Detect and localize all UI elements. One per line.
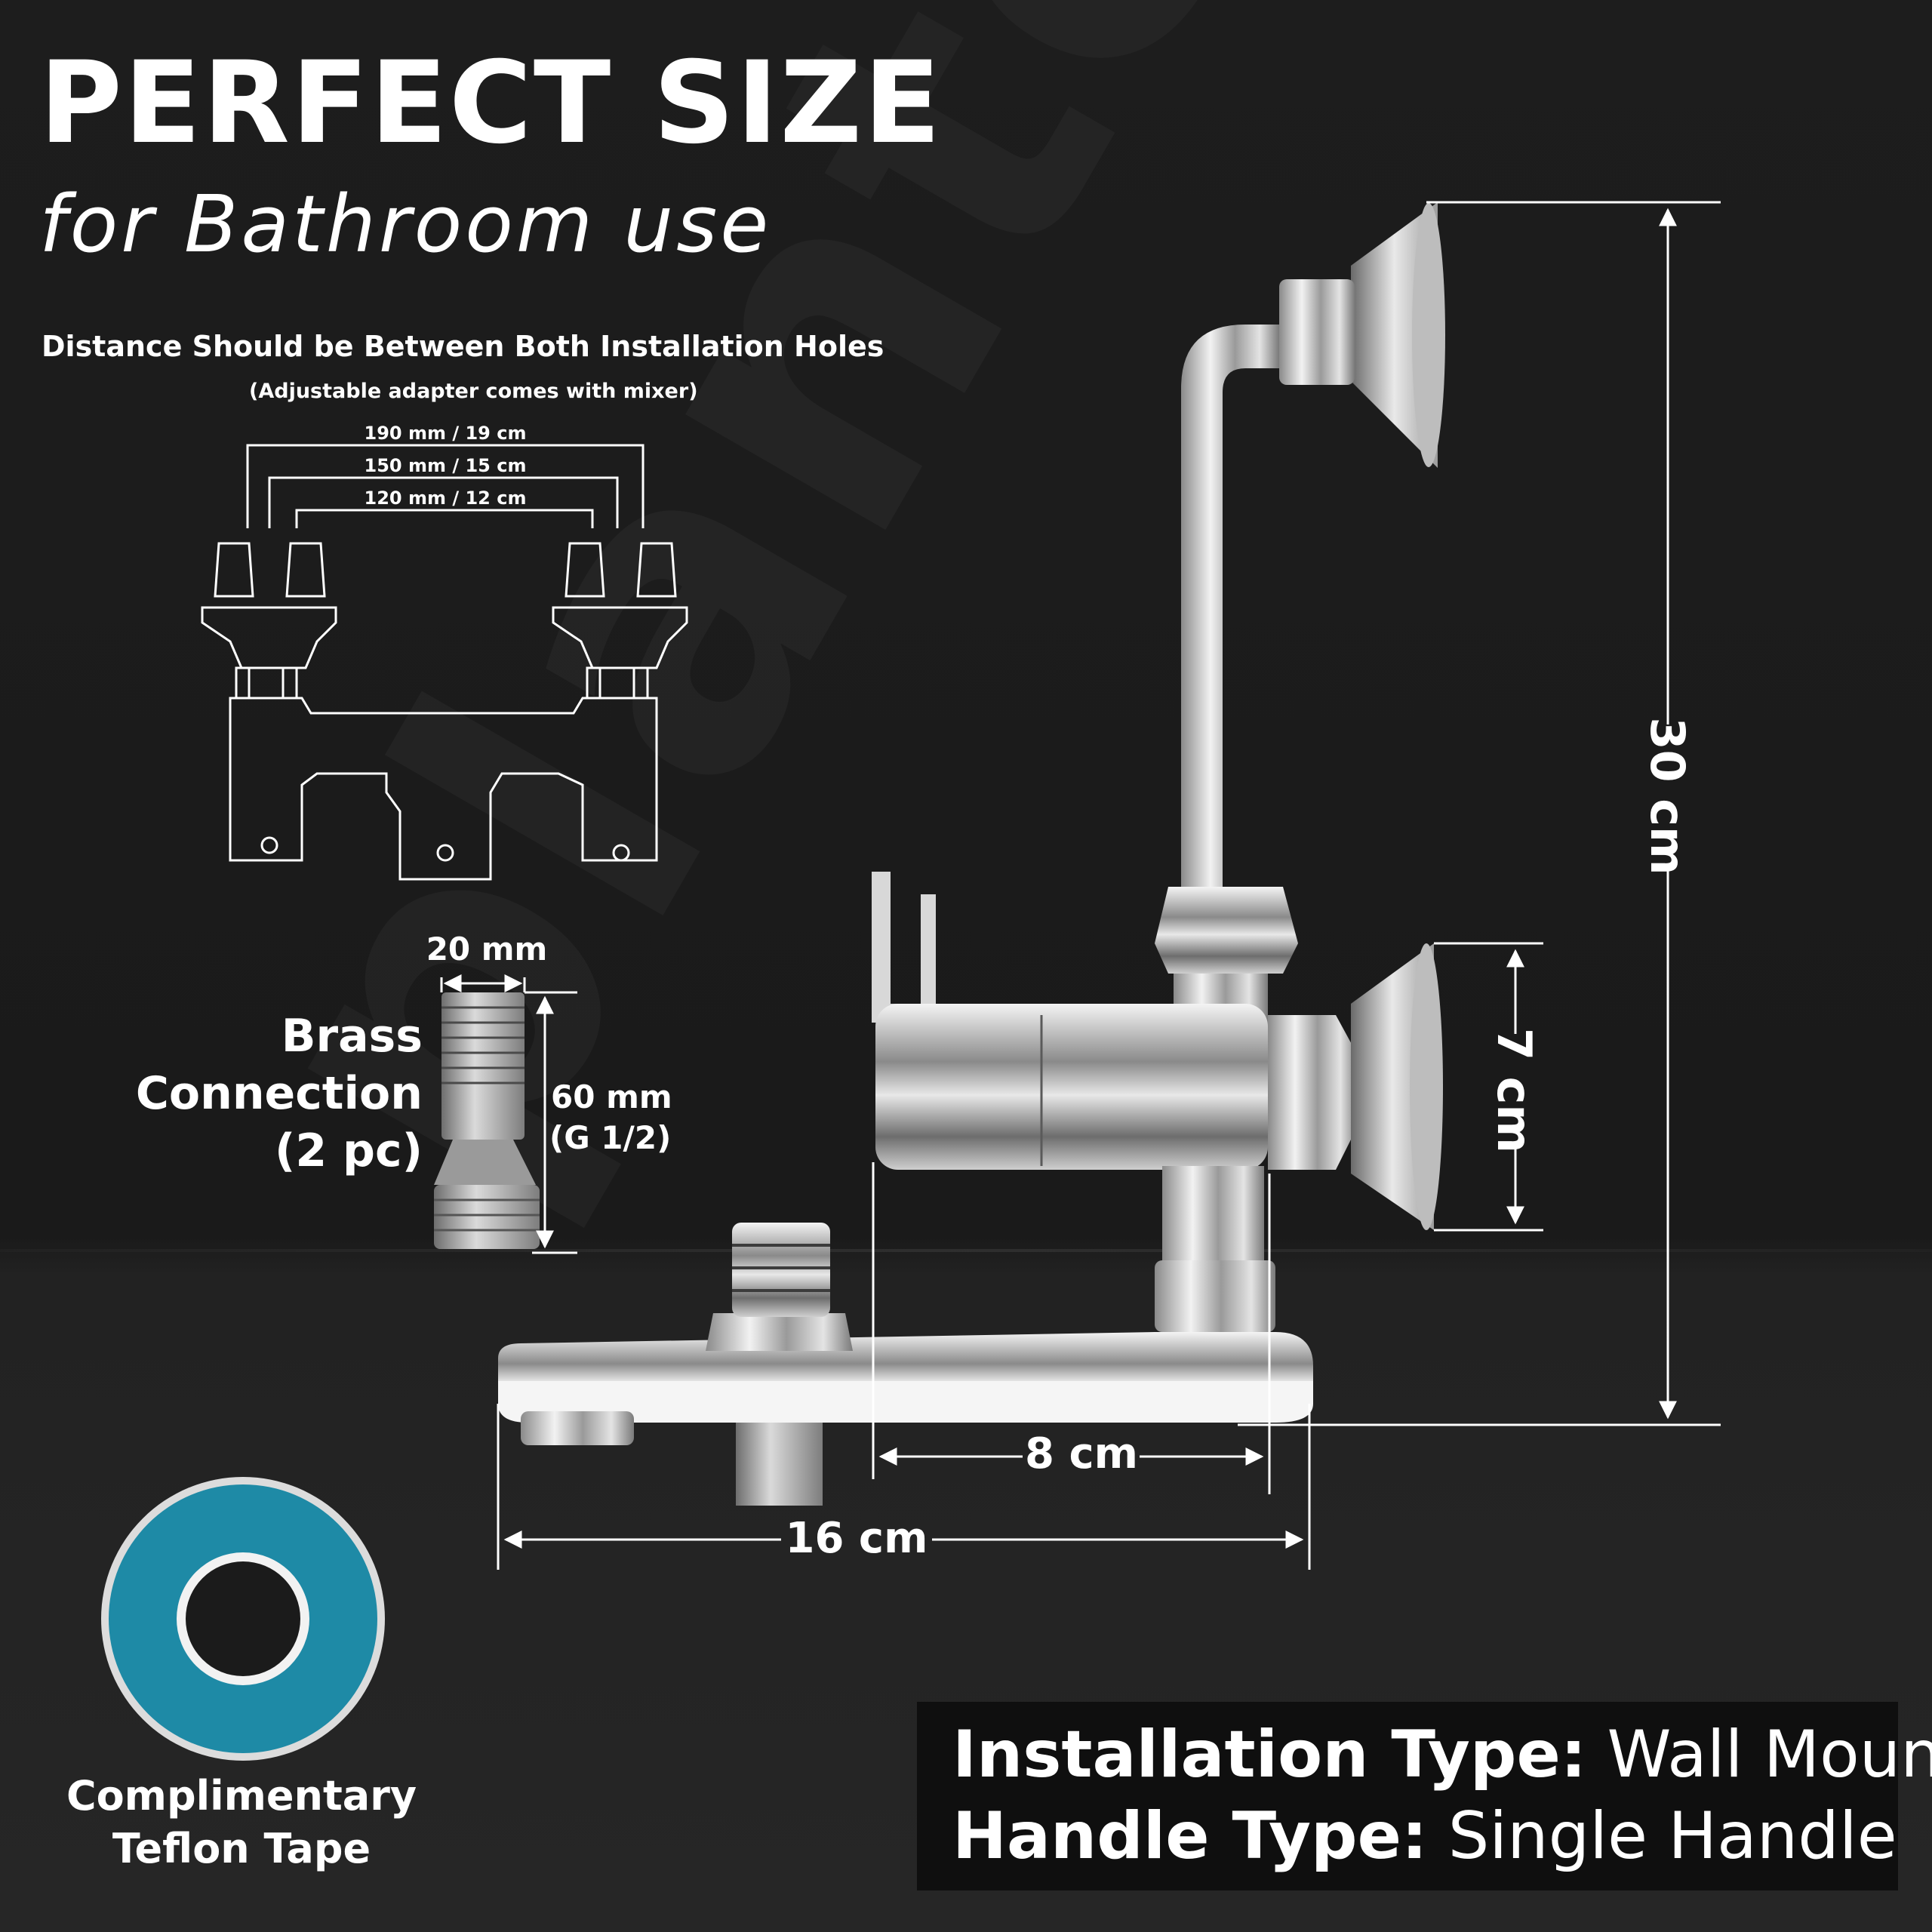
floor-line bbox=[0, 1249, 1932, 1252]
installation-holes-note: (Adjustable adapter comes with mixer) bbox=[249, 380, 698, 403]
installation-type-key: Installation Type: bbox=[952, 1717, 1587, 1792]
installation-holes-labels: 190 mm / 19 cm 150 mm / 15 cm 120 mm / 1… bbox=[365, 423, 527, 509]
installation-holes-diagram bbox=[201, 444, 688, 881]
installation-holes-heading: Distance Should be Between Both Installa… bbox=[42, 330, 884, 363]
faucet-dimension-lines bbox=[497, 201, 1721, 1570]
total-depth-dimension-label: 16 cm bbox=[786, 1514, 928, 1563]
faucet-mixer-image bbox=[498, 202, 1445, 1506]
dimension-label-120: 120 mm / 12 cm bbox=[365, 488, 527, 509]
dimension-line-150 bbox=[268, 476, 619, 528]
page-title: PERFECT SIZE bbox=[39, 38, 943, 169]
page-subtitle: for Bathroom use bbox=[39, 178, 772, 270]
brass-connection-label-line2: (2 pc) bbox=[275, 1124, 423, 1177]
teflon-tape-label-line1: Complimentary bbox=[66, 1772, 417, 1820]
right-adapter-outline bbox=[552, 542, 688, 700]
dimension-label-150: 150 mm / 15 cm bbox=[365, 455, 527, 476]
brass-width-label: 20 mm bbox=[426, 931, 548, 968]
dimension-line-190 bbox=[246, 444, 645, 528]
installation-type-value: Wall Mount bbox=[1607, 1717, 1932, 1792]
handle-type-line: Handle Type: Single Handle bbox=[952, 1804, 1897, 1869]
installation-type-line: Installation Type: Wall Mount bbox=[952, 1722, 1932, 1787]
mixer-body-outline bbox=[229, 697, 658, 881]
teflon-tape-image bbox=[101, 1477, 385, 1761]
dimension-label-190: 190 mm / 19 cm bbox=[365, 423, 527, 444]
brass-connection-label: Brass Connection (2 pc) bbox=[42, 1008, 423, 1180]
brass-thread-label: (G 1/2) bbox=[549, 1119, 671, 1156]
handle-type-key: Handle Type: bbox=[952, 1798, 1428, 1874]
brass-connection-image bbox=[434, 992, 540, 1249]
teflon-tape-label-line2: Teflon Tape bbox=[112, 1825, 371, 1872]
handle-type-value: Single Handle bbox=[1447, 1798, 1897, 1874]
wall-plate-dimension-label: 7 cm bbox=[1487, 1028, 1542, 1153]
teflon-tape-label: Complimentary Teflon Tape bbox=[45, 1770, 438, 1875]
body-depth-dimension-label: 8 cm bbox=[1025, 1429, 1138, 1478]
brass-length-label: 60 mm bbox=[551, 1078, 672, 1115]
height-dimension-label: 30 cm bbox=[1640, 717, 1695, 875]
dimension-line-120 bbox=[295, 509, 594, 528]
specs-box bbox=[917, 1702, 1898, 1890]
brass-dimension-lines bbox=[440, 974, 577, 1254]
brass-connection-label-line1: Brass Connection bbox=[135, 1010, 423, 1120]
left-adapter-outline bbox=[201, 542, 337, 700]
